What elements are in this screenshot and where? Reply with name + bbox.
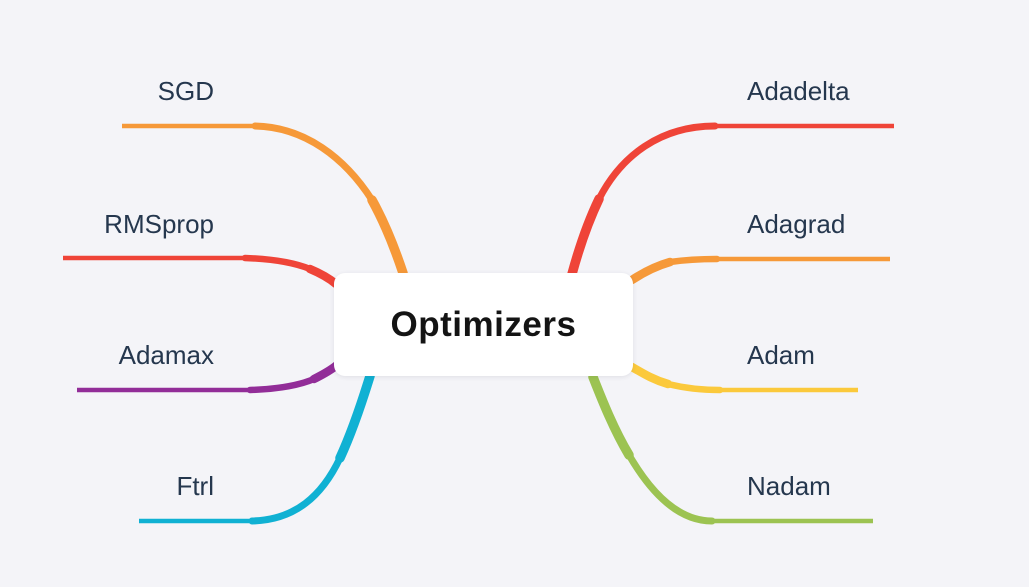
branch-label-adam[interactable]: Adam [747,340,815,370]
branch-label-adagrad[interactable]: Adagrad [747,209,846,239]
branch-label-sgd[interactable]: SGD [157,76,214,106]
branch-curve-nadam [588,372,873,525]
branch-curve-rmsprop [63,254,341,289]
branch-curve-adagrad [627,255,890,285]
branch-curve-adadelta [567,122,894,279]
branch-label-adadelta[interactable]: Adadelta [747,76,850,106]
branch-curve-adam [627,362,858,394]
branch-label-ftrl[interactable]: Ftrl [176,471,214,501]
branch-label-adamax[interactable]: Adamax [118,340,214,370]
center-node-optimizers[interactable]: Optimizers [334,273,633,376]
branch-label-rmsprop[interactable]: RMSprop [104,209,214,239]
center-node-title: Optimizers [390,304,577,344]
branch-curve-ftrl [139,371,375,525]
branch-label-nadam[interactable]: Nadam [747,471,831,501]
branch-curve-sgd [122,122,408,278]
